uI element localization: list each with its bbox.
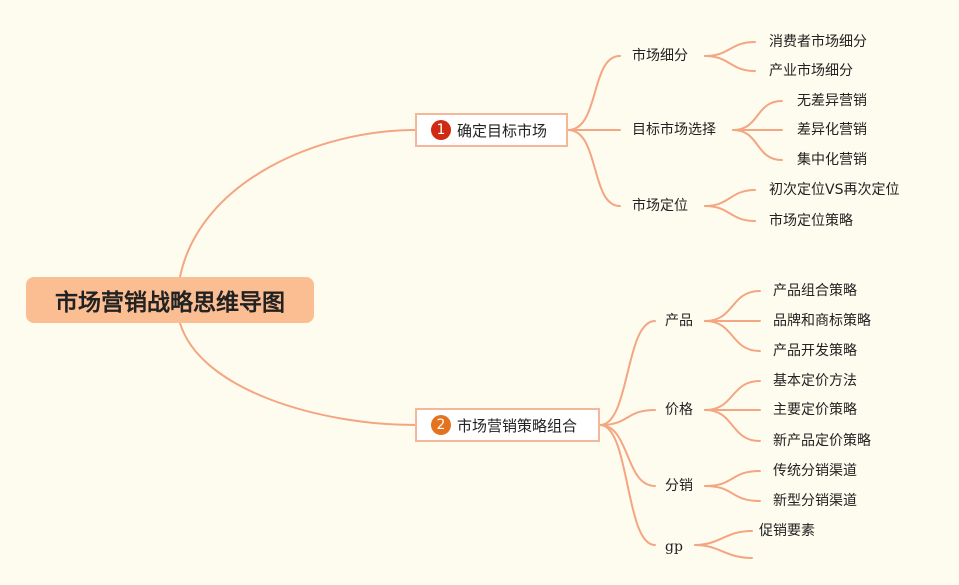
topic-mubiaoshichangxuanze[interactable]: 目标市场选择 [632, 122, 716, 138]
connector-root-branch1 [179, 129, 416, 278]
topic-fenxiao[interactable]: 分销 [665, 478, 693, 494]
branch-1-topic[interactable]: 1 确定目标市场 [415, 113, 568, 147]
leaf-topic[interactable]: 基本定价方法 [773, 373, 857, 389]
number-badge: 2 [431, 415, 451, 435]
leaf-topic[interactable]: 新产品定价策略 [773, 433, 871, 449]
branch-2-label: 市场营销策略组合 [457, 416, 578, 435]
leaf-topic[interactable]: 产品组合策略 [773, 283, 857, 299]
leaf-topic[interactable]: 集中化营销 [797, 152, 867, 168]
topic-shichangdingwei[interactable]: 市场定位 [632, 198, 688, 214]
leaf-topic[interactable]: 促销要素 [759, 523, 815, 539]
root-topic[interactable]: 市场营销战略思维导图 [26, 277, 314, 323]
branch-2-topic[interactable]: 2 市场营销策略组合 [415, 408, 600, 442]
connector-root-branch2 [179, 322, 416, 426]
leaf-topic[interactable]: 无差异营销 [797, 93, 867, 109]
leaf-topic[interactable]: 品牌和商标策略 [773, 313, 871, 329]
topic-chanpin[interactable]: 产品 [665, 313, 693, 329]
topic-shichangxifen[interactable]: 市场细分 [632, 48, 688, 64]
leaf-topic[interactable]: 主要定价策略 [773, 402, 857, 418]
number-badge: 1 [431, 120, 451, 140]
topic-jiage[interactable]: 价格 [665, 402, 693, 418]
leaf-topic[interactable]: 消费者市场细分 [769, 34, 867, 50]
leaf-topic[interactable]: 初次定位VS再次定位 [769, 182, 900, 198]
leaf-topic[interactable]: 产品开发策略 [773, 343, 857, 359]
leaf-topic[interactable]: 市场定位策略 [769, 213, 853, 229]
topic-gp[interactable]: gp [665, 539, 683, 555]
branch-1-label: 确定目标市场 [457, 121, 548, 140]
leaf-topic[interactable]: 传统分销渠道 [773, 463, 857, 479]
leaf-topic[interactable]: 差异化营销 [797, 122, 867, 138]
connector-b1-dingwei [567, 129, 621, 207]
leaf-topic[interactable]: 产业市场细分 [769, 63, 853, 79]
leaf-topic[interactable]: 新型分销渠道 [773, 493, 857, 509]
connector-b1-shichangxifen [567, 55, 621, 131]
